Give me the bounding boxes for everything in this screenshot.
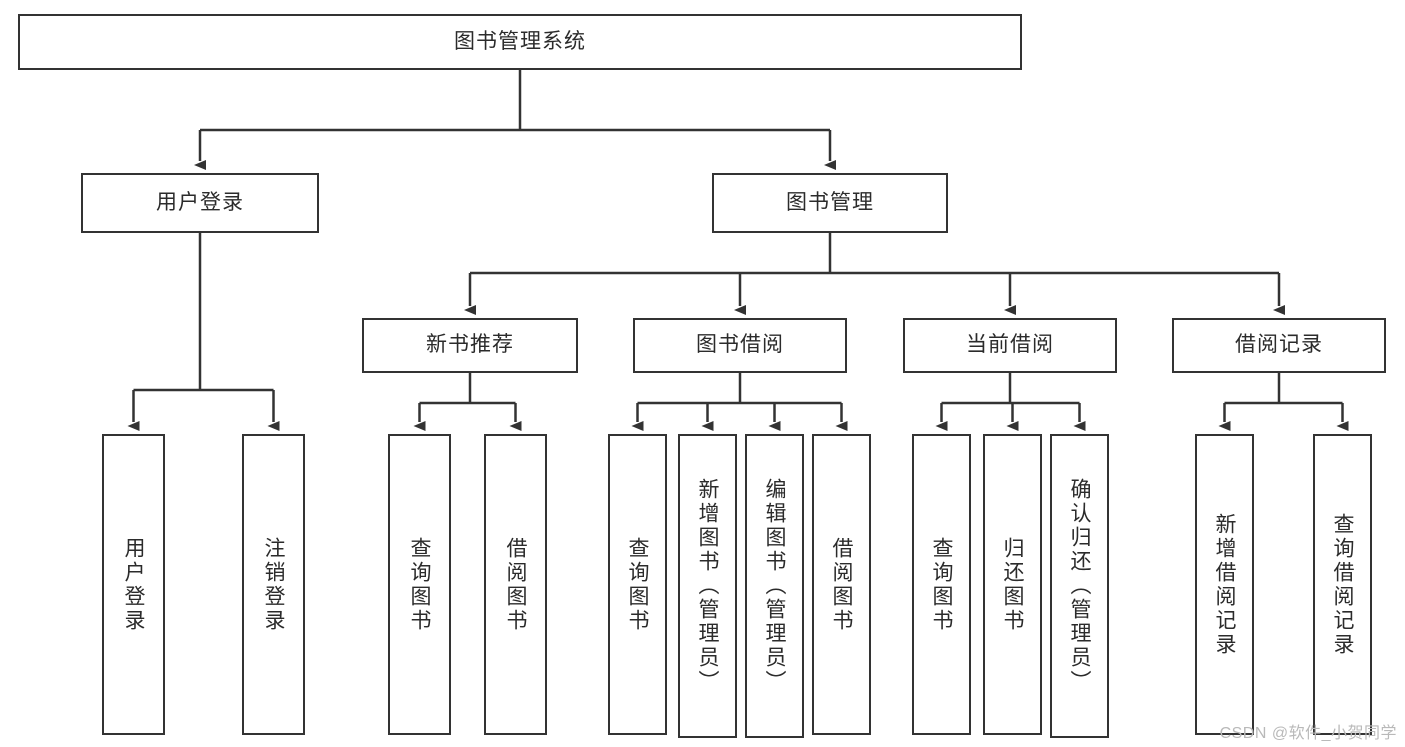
node-leaf-cur-query[interactable]: 查询图书 [912, 434, 971, 735]
node-book-manage[interactable]: 图书管理 [712, 173, 948, 233]
node-label: 图书管理 [786, 190, 874, 214]
node-borrow-record[interactable]: 借阅记录 [1172, 318, 1386, 373]
node-label: 新增图书（管理员） [696, 478, 720, 694]
node-label: 借阅图书 [504, 536, 528, 633]
node-label: 当前借阅 [966, 333, 1054, 357]
node-label: 编辑图书（管理员） [763, 478, 787, 694]
node-label: 新书推荐 [426, 333, 514, 357]
node-leaf-rec-add[interactable]: 新增借阅记录 [1195, 434, 1254, 735]
node-label: 查询借阅记录 [1331, 512, 1355, 657]
node-leaf-rec-search[interactable]: 查询借阅记录 [1313, 434, 1372, 735]
node-label: 归还图书 [1001, 536, 1025, 633]
node-leaf-user-logout[interactable]: 注销登录 [242, 434, 305, 735]
connector-group [127, 70, 1349, 431]
node-leaf-cur-confirm[interactable]: 确认归还（管理员） [1050, 434, 1109, 738]
node-current-borrow[interactable]: 当前借阅 [903, 318, 1117, 373]
node-label: 图书借阅 [696, 333, 784, 357]
node-leaf-user-login[interactable]: 用户登录 [102, 434, 165, 735]
node-label: 用户登录 [122, 536, 146, 633]
node-leaf-rec-borrow[interactable]: 借阅图书 [484, 434, 547, 735]
node-leaf-borrow-query[interactable]: 查询图书 [608, 434, 667, 735]
node-user-login[interactable]: 用户登录 [81, 173, 319, 233]
node-leaf-cur-return[interactable]: 归还图书 [983, 434, 1042, 735]
node-label: 图书管理系统 [454, 29, 586, 53]
node-label: 注销登录 [262, 536, 286, 633]
node-label: 用户登录 [156, 190, 244, 214]
node-leaf-borrow-lend[interactable]: 借阅图书 [812, 434, 871, 735]
node-label: 查询图书 [930, 536, 954, 633]
node-leaf-borrow-edit[interactable]: 编辑图书（管理员） [745, 434, 804, 738]
node-label: 查询图书 [408, 536, 432, 633]
node-label: 查询图书 [626, 536, 650, 633]
node-book-borrow[interactable]: 图书借阅 [633, 318, 847, 373]
node-new-book-rec[interactable]: 新书推荐 [362, 318, 578, 373]
node-label: 借阅记录 [1235, 333, 1323, 357]
node-leaf-rec-query[interactable]: 查询图书 [388, 434, 451, 735]
node-label: 新增借阅记录 [1213, 512, 1237, 657]
node-label: 确认归还（管理员） [1068, 478, 1092, 694]
node-label: 借阅图书 [830, 536, 854, 633]
node-leaf-borrow-add[interactable]: 新增图书（管理员） [678, 434, 737, 738]
node-root[interactable]: 图书管理系统 [18, 14, 1022, 70]
